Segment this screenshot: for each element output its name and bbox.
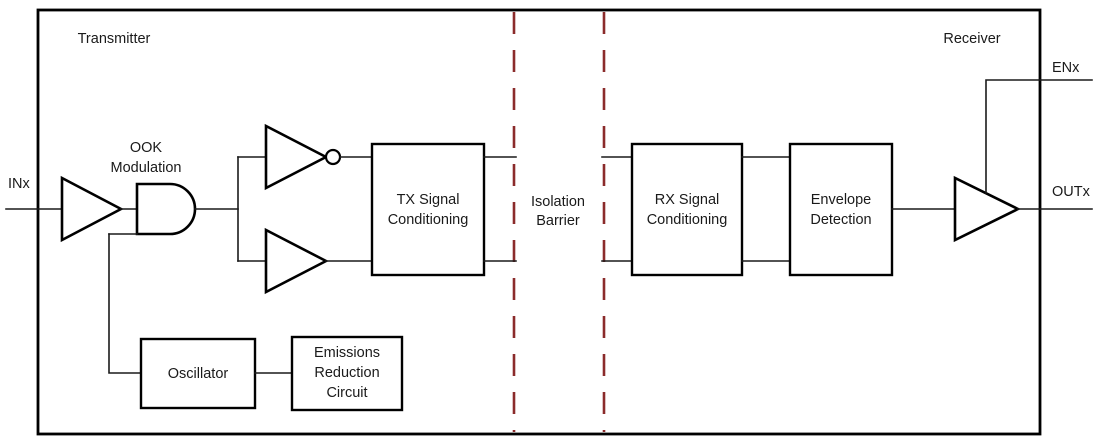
outx-pin-label: OUTx [1052,184,1091,200]
isolation-barrier-label-line1: Isolation [531,194,585,210]
rx-signal-conditioning-block [630,142,744,277]
input-buffer-gate [60,175,124,243]
rx-signal-conditioning-label-line1: RX Signal [655,192,719,208]
tx-signal-conditioning-label-line2: Conditioning [388,212,469,228]
ook-modulation-label-line2: Modulation [111,160,182,176]
enx-enable-wire [985,79,1093,194]
ook-modulation-label-line1: OOK [130,140,163,156]
oscillator-block [139,337,257,410]
transmitter-label: Transmitter [78,31,151,47]
and-gate [135,182,197,236]
isolation-barrier-label-line2: Barrier [536,213,580,229]
receiver-label: Receiver [943,31,1000,47]
tx-signal-conditioning-label-line1: TX Signal [397,192,460,208]
oscillator-label: Oscillator [168,366,229,382]
inverter-bubble-icon [324,148,342,166]
inx-pin-label: INx [8,176,31,192]
buffer-bottom-gate [264,227,329,295]
envelope-detection-label-line2: Detection [810,212,871,228]
emissions-reduction-label-line1: Emissions [314,345,380,361]
emissions-reduction-label-line2: Reduction [314,365,379,381]
enx-pin-label: ENx [1052,60,1080,76]
oscillator-to-and-gate-wire [108,233,142,374]
envelope-detection-label-line1: Envelope [811,192,871,208]
inverter-top-gate [264,123,329,191]
device-outline [36,8,1042,436]
tx-signal-conditioning-block [370,142,486,277]
envelope-detection-block [788,142,894,277]
emissions-reduction-block [290,335,404,412]
emissions-reduction-label-line3: Circuit [326,385,367,401]
rx-signal-conditioning-label-line2: Conditioning [647,212,728,228]
